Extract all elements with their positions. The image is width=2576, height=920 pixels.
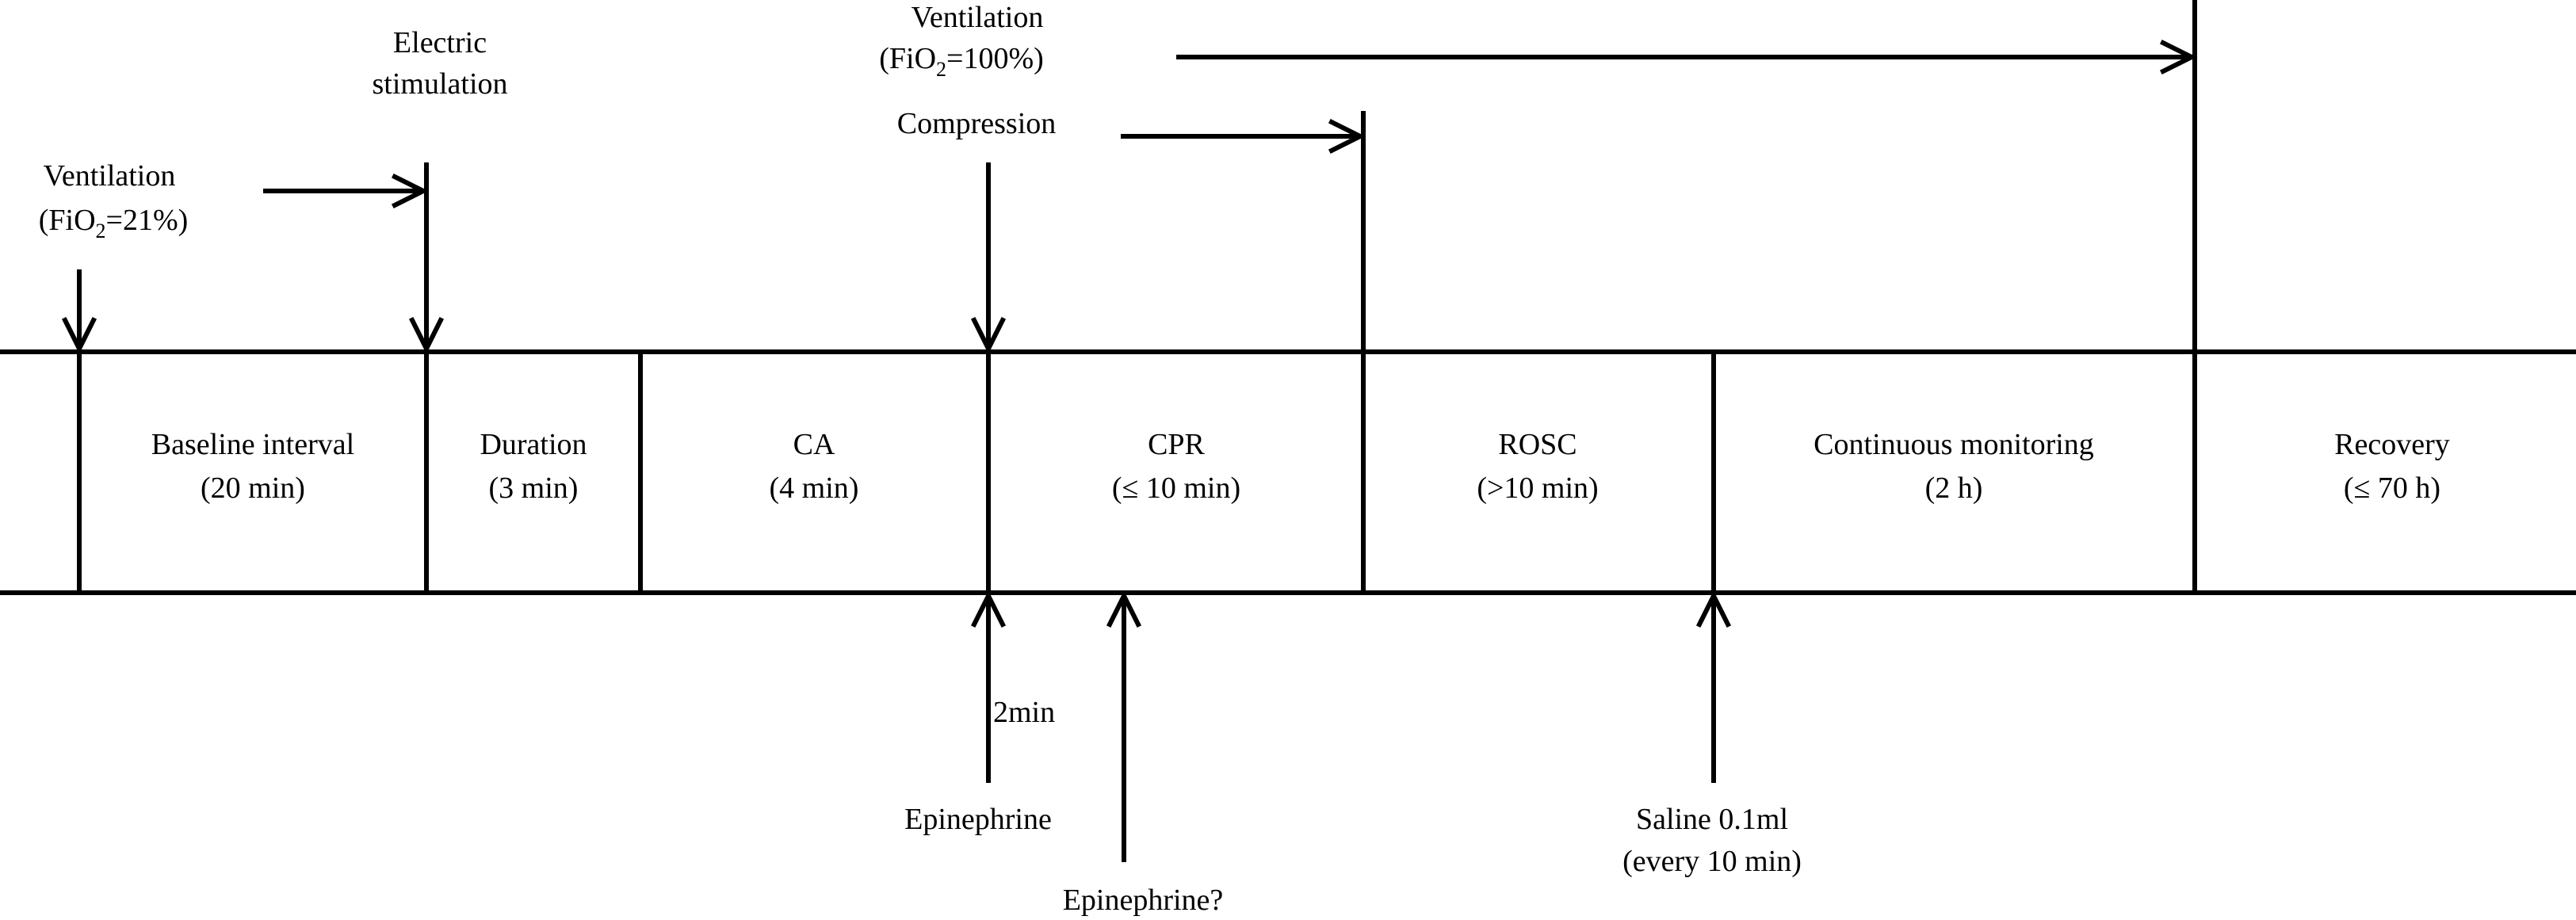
phase-monitoring-duration: (2 h)	[1925, 471, 1983, 505]
ventilation-21-arrowhead	[61, 316, 97, 354]
epinephrine-interval: 2min	[993, 696, 1055, 729]
phase-recovery-duration: (≤ 70 h)	[2344, 471, 2440, 505]
phase-baseline-name: Baseline interval	[151, 428, 354, 461]
ventilation-21-fio2: (FiO2=21%)	[39, 204, 189, 242]
epinephrine-optional-label: Epinephrine?	[1063, 884, 1224, 917]
epinephrine-optional-up-arrowhead	[1106, 590, 1142, 628]
phase-ca-name: CA	[793, 428, 835, 461]
saline-line1: Saline 0.1ml	[1636, 803, 1788, 836]
event-compression: Compression	[897, 107, 1366, 354]
compression-label: Compression	[897, 107, 1057, 140]
phase-stimulation-duration: (3 min)	[489, 471, 579, 505]
event-electric-stimulation: Electric stimulation	[263, 26, 508, 354]
event-saline: Saline 0.1ml (every 10 min)	[1622, 590, 1802, 878]
phase-rosc-name: ROSC	[1498, 428, 1577, 461]
phase-stimulation-name: Duration	[480, 428, 587, 461]
ventilation-100-fio2: (FiO2=100%)	[879, 42, 1044, 81]
electric-stimulation-down-arrowhead	[408, 316, 445, 354]
event-epinephrine: 2min Epinephrine	[904, 590, 1055, 836]
phase-dividers	[77, 0, 2197, 593]
phase-monitoring-name: Continuous monitoring	[1814, 428, 2094, 461]
electric-stimulation-line1: Electric	[393, 26, 487, 59]
phase-cpr-name: CPR	[1148, 428, 1205, 461]
epinephrine-label: Epinephrine	[904, 803, 1052, 836]
phase-rosc-duration: (>10 min)	[1477, 471, 1598, 505]
epinephrine-up-arrowhead	[970, 590, 1007, 628]
event-ventilation-100: Ventilation (FiO2=100%)	[879, 1, 2197, 81]
saline-line2: (every 10 min)	[1622, 845, 1802, 878]
ventilation-100-label: Ventilation	[912, 1, 1044, 34]
event-epinephrine-optional: Epinephrine?	[1063, 590, 1224, 917]
ventilation-100-arrowhead	[2159, 39, 2197, 75]
compression-down-arrowhead	[970, 316, 1007, 354]
phase-cpr-duration: (≤ 10 min)	[1112, 471, 1240, 505]
ventilation-21-label: Ventilation	[44, 159, 176, 193]
phase-baseline-duration: (20 min)	[201, 471, 305, 505]
timeline-band	[0, 349, 2576, 595]
phase-ca-duration: (4 min)	[770, 471, 859, 505]
event-ventilation-21: Ventilation (FiO2=21%)	[39, 159, 189, 354]
electric-stimulation-horizontal-arrowhead	[391, 173, 429, 209]
phase-recovery-name: Recovery	[2334, 428, 2450, 461]
phase-labels: Baseline interval (20 min) Duration (3 m…	[151, 428, 2450, 505]
compression-horizontal-arrowhead	[1328, 118, 1366, 155]
saline-up-arrowhead	[1695, 590, 1732, 628]
electric-stimulation-line2: stimulation	[373, 67, 508, 101]
